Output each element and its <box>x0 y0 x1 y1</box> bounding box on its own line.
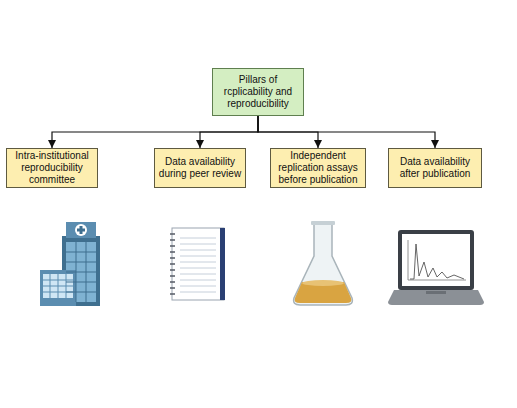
notebook-icon <box>170 228 225 300</box>
node-text: Pillars of rcplicability and reproducibi… <box>216 74 300 110</box>
pillar-box: Data availability after publication <box>388 148 482 188</box>
notebook-page <box>172 228 224 300</box>
laptop-base <box>388 290 484 305</box>
connector-arrow <box>200 116 258 148</box>
pillar-box: Data availability during peer review <box>154 148 246 188</box>
liquid-surface <box>302 280 344 286</box>
laptop-notch <box>426 291 446 294</box>
connector-arrow <box>52 116 258 148</box>
flask-rim <box>311 221 335 225</box>
laptop-icon <box>388 230 484 305</box>
pillar-box: Independent replication assays before pu… <box>270 148 366 188</box>
ruled-lines <box>180 238 216 292</box>
spiral-binding <box>170 234 175 294</box>
flask-glass <box>294 224 353 305</box>
window-grid <box>66 242 96 302</box>
root-box: Pillars of rcplicability and reproducibi… <box>212 68 304 116</box>
laptop-screen <box>402 234 470 286</box>
cross-bar <box>77 229 85 232</box>
chart-line <box>410 244 464 279</box>
node-text: Independent replication assays before pu… <box>274 150 362 186</box>
pillar-box: Intra-institutional reproducibility comm… <box>6 148 98 188</box>
laptop-lid <box>398 230 474 290</box>
hospital-icon <box>40 222 100 306</box>
node-text: Data availability after publication <box>392 156 478 180</box>
notebook-spine <box>220 228 225 300</box>
connector-arrow <box>258 116 318 148</box>
window-grid <box>43 274 73 298</box>
hospital-top <box>66 222 96 238</box>
cross-badge <box>75 224 87 236</box>
flask-icon <box>294 221 353 305</box>
node-text: Intra-institutional reproducibility comm… <box>10 150 94 186</box>
hospital-wing <box>40 270 76 306</box>
chart-axes <box>408 240 466 280</box>
node-text: Data availability during peer review <box>158 156 242 180</box>
connector-arrow <box>258 116 435 148</box>
wing-windows <box>43 274 73 298</box>
